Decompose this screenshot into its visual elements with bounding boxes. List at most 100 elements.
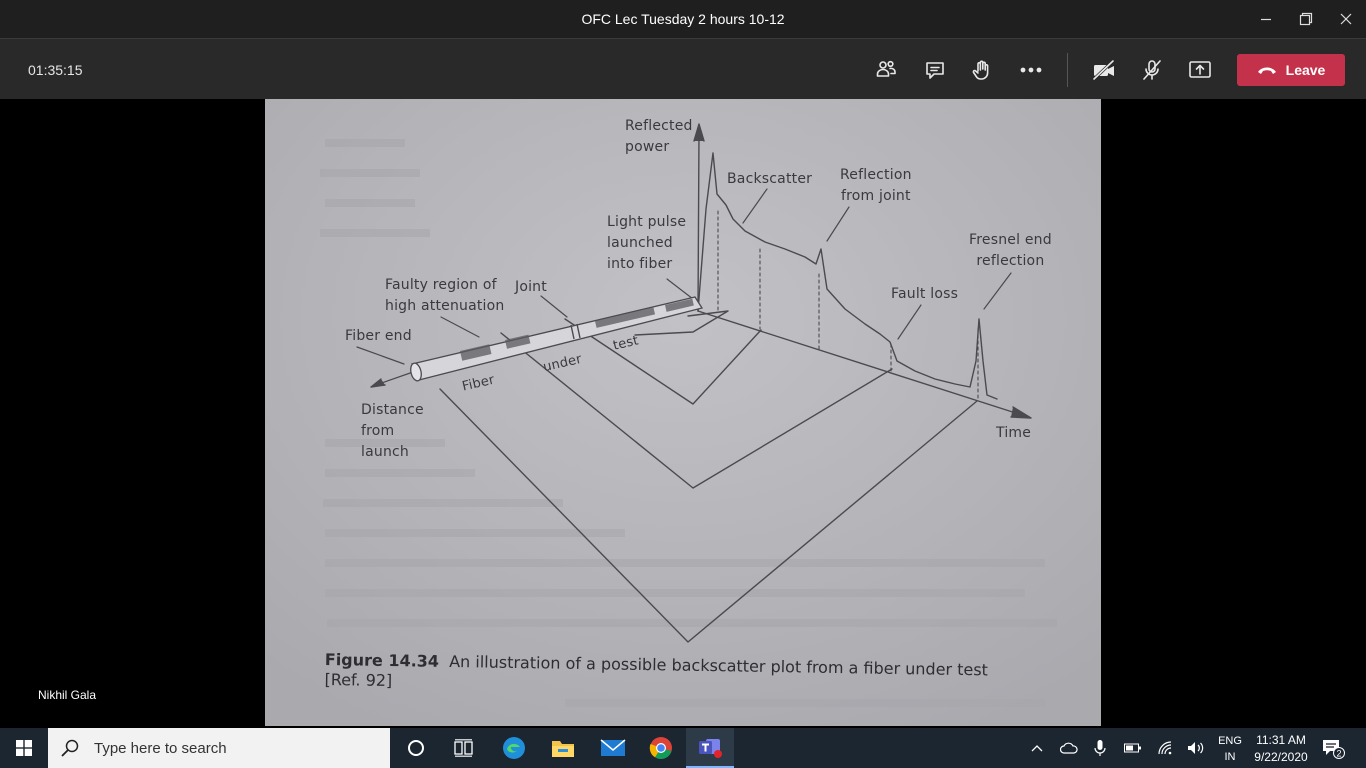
speaker-icon — [1188, 742, 1204, 754]
chevron-up-icon — [1031, 745, 1043, 752]
mail-taskbar-button[interactable] — [589, 728, 637, 768]
notification-icon: 2 — [1323, 740, 1345, 759]
projection-v1 — [634, 310, 729, 336]
camera-toggle-button[interactable] — [1086, 53, 1122, 87]
mic-off-icon — [1143, 60, 1161, 80]
meeting-timer: 01:35:15 — [28, 62, 83, 78]
share-content-button[interactable] — [1182, 53, 1218, 87]
clock-time: 11:31 AM — [1256, 733, 1306, 747]
action-center-button[interactable]: 2 — [1318, 728, 1348, 768]
file-explorer-button[interactable] — [539, 728, 587, 768]
battery-icon — [1124, 743, 1141, 753]
start-button[interactable] — [0, 728, 48, 768]
axis-arrowhead — [693, 123, 705, 142]
cloud-icon — [1060, 742, 1078, 754]
restore-icon — [1299, 12, 1313, 26]
clock-date: 9/22/2020 — [1254, 750, 1308, 764]
people-icon — [876, 60, 896, 77]
label-time: Time — [996, 425, 1032, 441]
battery-tray-button[interactable] — [1122, 728, 1144, 768]
wifi-icon — [1158, 741, 1172, 755]
network-tray-button[interactable] — [1155, 728, 1177, 768]
label-joint: Joint — [515, 279, 547, 295]
cortana-icon — [408, 740, 424, 756]
chat-icon — [926, 62, 944, 79]
label-fresnel-end-reflection: Fresnel end reflection — [969, 232, 1052, 269]
leave-label: Leave — [1285, 62, 1326, 78]
label-distance-from-launch: Distance from launch — [361, 402, 424, 460]
label-reflection-from-joint: Reflection from joint — [840, 167, 912, 204]
window-title: OFC Lec Tuesday 2 hours 10-12 — [581, 11, 785, 27]
close-icon — [1340, 13, 1352, 25]
bleed-through-text — [320, 139, 1057, 707]
participant-name: Nikhil Gala — [38, 688, 97, 702]
chrome-taskbar-button[interactable] — [637, 728, 685, 768]
raise-hand-icon — [972, 60, 989, 80]
hang-up-icon — [1257, 67, 1276, 74]
raise-hand-button[interactable] — [964, 53, 1000, 87]
search-placeholder: Type here to search — [94, 739, 227, 757]
time-axis — [697, 310, 1026, 417]
time-axis-arrowhead — [1010, 406, 1032, 419]
mic-toggle-button[interactable] — [1134, 53, 1170, 87]
onedrive-tray-button[interactable] — [1058, 728, 1080, 768]
ellipsis-icon — [1020, 67, 1042, 73]
label-reflected-power: Reflected power — [625, 118, 693, 155]
reflected-power-axis — [697, 130, 700, 312]
cortana-button[interactable] — [392, 728, 440, 768]
chrome-icon — [649, 737, 672, 760]
more-actions-button[interactable] — [1013, 53, 1049, 87]
title-bar: OFC Lec Tuesday 2 hours 10-12 — [0, 0, 1366, 38]
windows-logo-icon — [16, 740, 32, 756]
input-language-region: IN — [1224, 751, 1236, 763]
input-language-indicator[interactable]: ENG IN — [1213, 733, 1247, 765]
projection-v3 — [500, 332, 893, 489]
teams-taskbar-button[interactable] — [686, 728, 734, 768]
show-conversation-button[interactable] — [917, 53, 953, 87]
shared-content-stage: Reflected power Backscatter Reflection f… — [0, 99, 1366, 728]
task-view-icon — [454, 739, 473, 757]
edge-taskbar-button[interactable] — [490, 728, 538, 768]
mail-icon — [600, 739, 626, 756]
label-light-pulse: Light pulse launched into fiber — [607, 214, 687, 272]
minimize-icon — [1261, 18, 1271, 21]
shared-textbook-page: Reflected power Backscatter Reflection f… — [265, 99, 1101, 726]
label-backscatter: Backscatter — [727, 171, 813, 187]
input-language-code: ENG — [1218, 735, 1242, 747]
taskbar-search-box[interactable]: Type here to search — [48, 728, 390, 768]
task-view-button[interactable] — [440, 728, 488, 768]
microphone-icon — [1094, 740, 1106, 756]
distance-arrowhead — [370, 378, 386, 388]
notification-count: 2 — [1336, 749, 1341, 759]
search-icon — [61, 739, 79, 757]
teams-icon — [699, 739, 722, 758]
drop-lines — [717, 210, 979, 400]
show-hidden-icons-button[interactable] — [1027, 728, 1047, 768]
meeting-toolbar: 01:35:15 — [0, 38, 1366, 99]
restore-button[interactable] — [1283, 0, 1329, 38]
share-screen-icon — [1189, 61, 1211, 78]
folder-icon — [552, 741, 574, 757]
figure-number: Figure 14.34 — [324, 650, 440, 671]
close-button[interactable] — [1323, 0, 1366, 38]
label-faulty-region: Faulty region of high attenuation — [385, 277, 505, 314]
label-pointers — [356, 188, 1012, 387]
backscatter-trace — [697, 152, 998, 400]
leave-button[interactable]: Leave — [1237, 54, 1345, 86]
volume-tray-button[interactable] — [1185, 728, 1207, 768]
fiber-cylinder — [410, 296, 704, 382]
projection-v2 — [564, 318, 762, 405]
camera-off-icon — [1092, 59, 1115, 81]
system-clock[interactable]: 11:31 AM 9/22/2020 — [1252, 732, 1310, 766]
toolbar-divider — [1067, 53, 1068, 87]
label-fault-loss: Fault loss — [891, 286, 959, 302]
edge-icon — [503, 737, 525, 759]
projection-v4 — [439, 388, 978, 643]
backscatter-figure — [265, 99, 1101, 726]
show-participants-button[interactable] — [868, 53, 904, 87]
minimize-button[interactable] — [1243, 0, 1289, 38]
windows-taskbar: Type here to search — [0, 728, 1366, 768]
microphone-tray-button[interactable] — [1090, 728, 1110, 768]
label-fiber-end: Fiber end — [345, 328, 412, 344]
